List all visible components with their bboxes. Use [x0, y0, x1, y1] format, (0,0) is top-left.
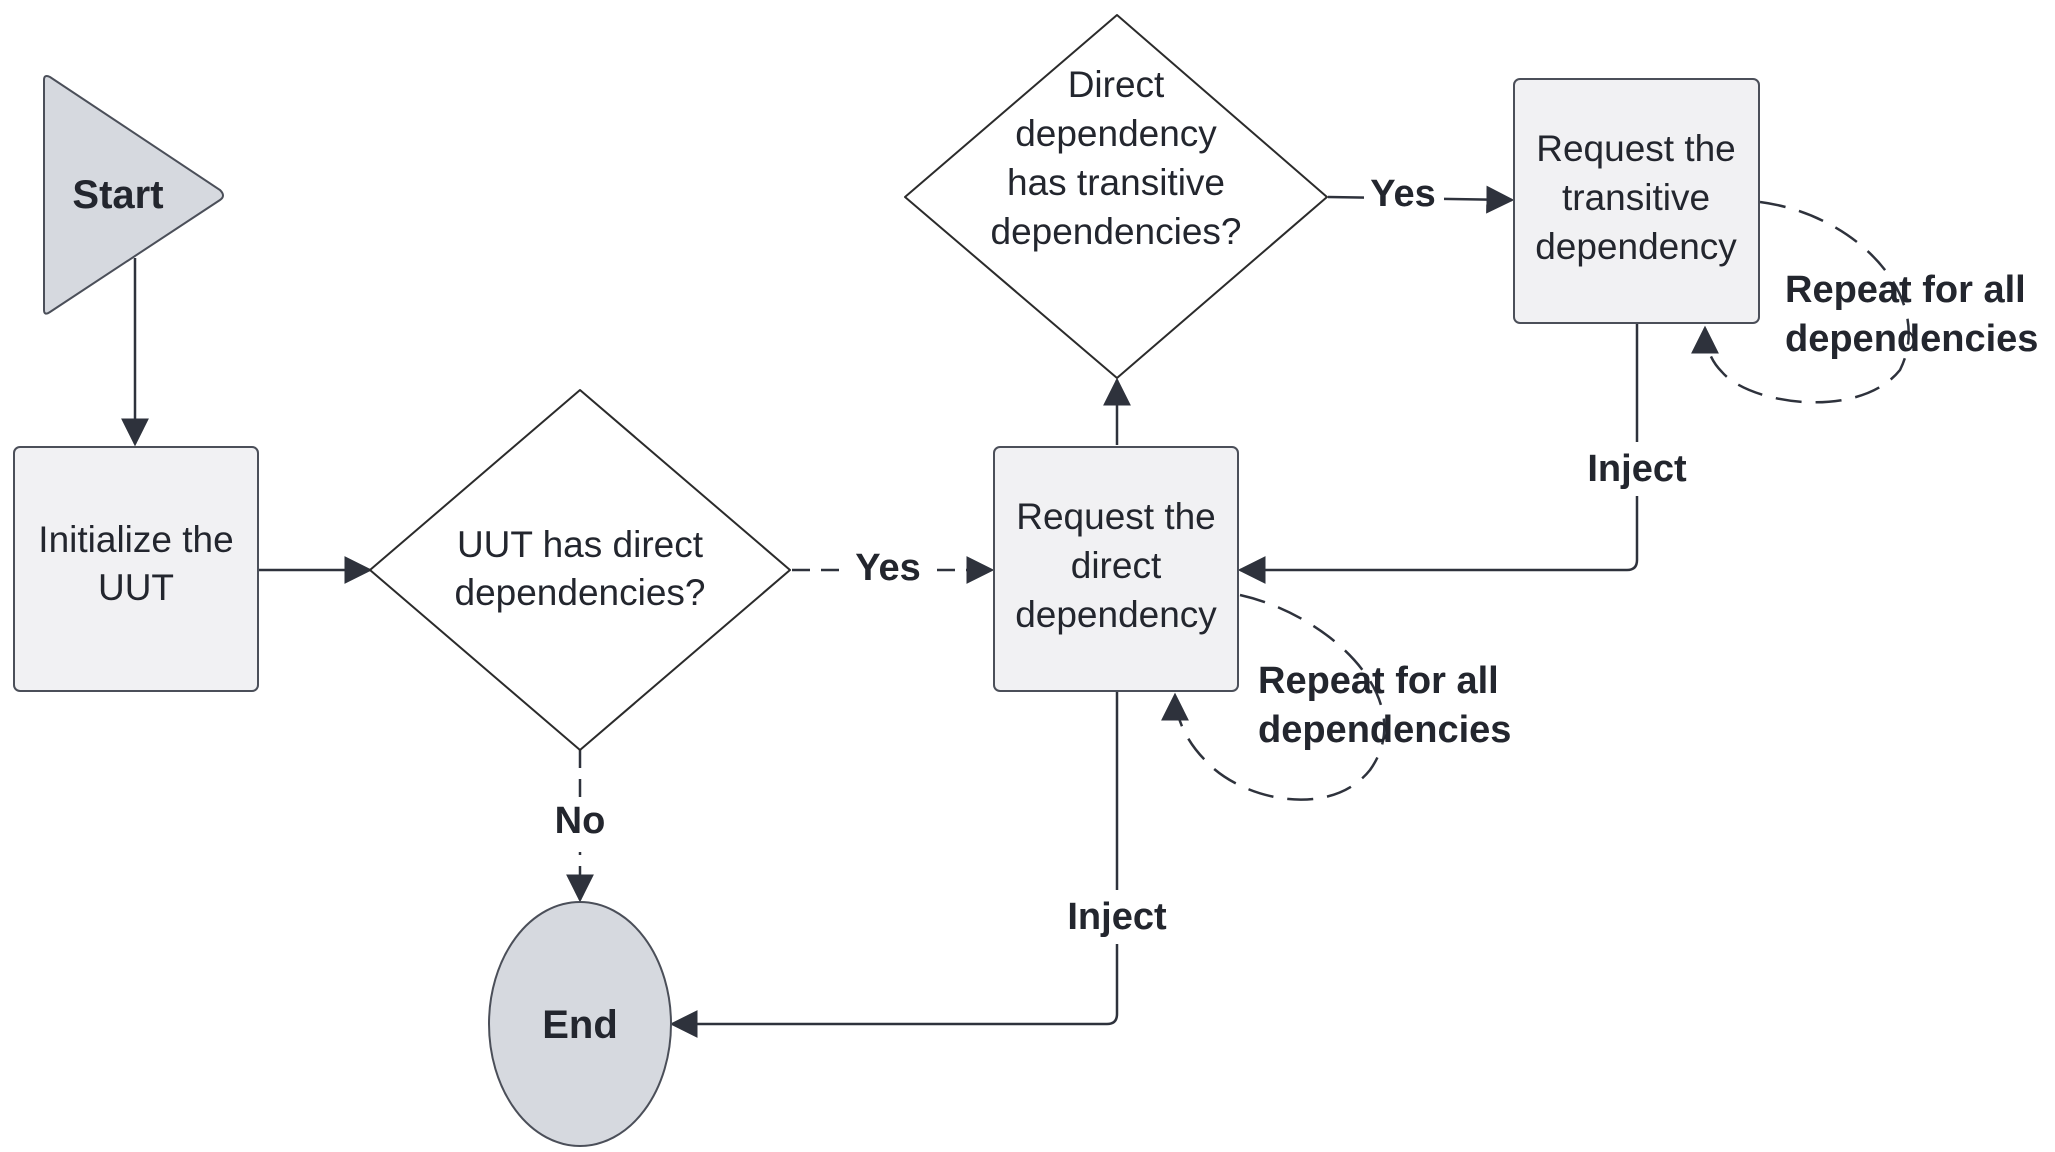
decision-has-direct-line2: dependencies? [455, 572, 706, 613]
loop-label-direct-line1: Repeat for all [1258, 660, 1499, 702]
loop-label-transitive-line1: Repeat for all [1785, 269, 2026, 311]
loop-repeat-transitive [1691, 200, 1910, 404]
init-node: Initialize the UUT [13, 446, 259, 692]
decision-has-transitive-line1: Direct [1068, 64, 1165, 105]
edge-inject-direct [669, 691, 1119, 1038]
decision-has-transitive: Direct dependency has transitive depende… [904, 14, 1328, 379]
loop-label-transitive-line2: dependencies [1785, 318, 2038, 360]
edge-label-inject-transitive: Inject [1587, 448, 1687, 490]
loop-label-direct-line2: dependencies [1258, 709, 1511, 751]
decision-has-direct-line1: UUT has direct [457, 524, 704, 565]
edge-label-inject-direct: Inject [1067, 896, 1167, 938]
edge-label-no: No [555, 800, 606, 842]
request-direct-line3: dependency [1015, 594, 1217, 635]
request-transitive-line2: transitive [1562, 177, 1710, 218]
request-transitive-node: Request the transitive dependency [1513, 78, 1760, 324]
edge-inject-transitive [1237, 323, 1639, 584]
init-label-line2: UUT [98, 567, 174, 608]
edge-label-yes-direct: Yes [855, 547, 921, 589]
start-label: Start [72, 173, 163, 217]
request-direct-line2: direct [1071, 545, 1162, 586]
decision-has-direct: UUT has direct dependencies? [369, 389, 791, 751]
loop-repeat-direct [1161, 593, 1386, 801]
decision-has-transitive-line3: has transitive [1007, 162, 1225, 203]
edge-label-yes-transitive: Yes [1370, 173, 1436, 215]
end-node: End [488, 901, 672, 1147]
request-direct-line1: Request the [1016, 496, 1216, 537]
request-direct-node: Request the direct dependency [993, 446, 1239, 692]
decision-has-transitive-line4: dependencies? [991, 211, 1242, 252]
decision-has-transitive-line2: dependency [1015, 113, 1217, 154]
request-transitive-line1: Request the [1536, 128, 1736, 169]
init-label-line1: Initialize the [38, 519, 233, 560]
request-transitive-line3: dependency [1535, 226, 1737, 267]
end-label: End [542, 1003, 618, 1047]
start-node: Start [43, 75, 224, 315]
